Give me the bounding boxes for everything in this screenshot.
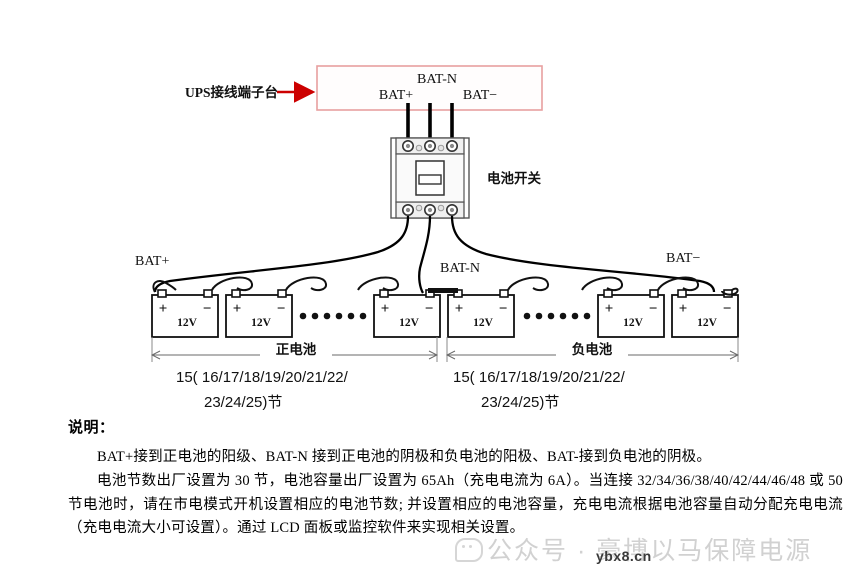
battery-minus-sign: −: [499, 301, 508, 317]
jumper-bat-plus-lead: [152, 280, 177, 293]
battery-voltage-label: 12V: [623, 317, 644, 329]
battery-switch-toggle-handle[interactable]: [418, 174, 442, 185]
battery-cell: + − 12V: [671, 289, 739, 338]
jumper-bat-minus-lead: [721, 287, 739, 296]
battery-minus-sign: −: [203, 301, 212, 317]
battery-switch-top-screws: [401, 140, 458, 153]
ups-terminal-bat-minus-label: BAT−: [463, 88, 497, 103]
battery-plus-sign: +: [605, 301, 614, 317]
battery-terminal-plus: [677, 289, 687, 298]
jumper-5-6: [657, 276, 700, 292]
notes-section: 说明： BAT+接到正电池的阳级、BAT-N 接到正电池的阴极和负电池的阳极、B…: [68, 416, 843, 542]
positive-count-line1: 15( 16/17/18/19/20/21/22/: [176, 369, 349, 386]
battery-cell: + − 12V: [447, 289, 515, 338]
negative-battery-group: + − 12V + − 12V: [428, 276, 739, 338]
battery-terminal-minus: [277, 289, 287, 298]
battery-plus-sign: +: [159, 301, 168, 317]
bus-wire-bat-n: [418, 215, 432, 294]
wire-label-bat-n: BAT-N: [440, 261, 480, 276]
ups-callout: UPS接线端子台: [185, 81, 316, 103]
dimension-lines: 正电池 负电池: [152, 337, 738, 362]
battery-plus-sign: +: [455, 301, 464, 317]
ups-callout-label: UPS接线端子台: [185, 84, 278, 100]
battery-terminal-minus: [499, 289, 509, 298]
battery-terminal-plus: [603, 289, 613, 298]
notes-title: 说明：: [68, 420, 115, 436]
bus-wire-bat-minus: [450, 215, 716, 293]
wire-label-bat-plus: BAT+: [135, 254, 169, 269]
jumper-4-dots: [507, 276, 550, 292]
note-paragraph-1: BAT+接到正电池的阳级、BAT-N 接到正电池的阴极和负电池的阳极、BAT-接…: [97, 449, 712, 465]
battery-plus-sign: +: [381, 301, 390, 317]
ups-terminal-bat-n-label: BAT-N: [417, 72, 457, 87]
negative-count-line1: 15( 16/17/18/19/20/21/22/: [453, 369, 626, 386]
jumper-dots-3: [357, 276, 400, 292]
battery-minus-sign: −: [723, 301, 732, 317]
main-bus-wires: [153, 215, 716, 294]
jumper-1-2: [211, 276, 254, 292]
battery-voltage-label: 12V: [697, 317, 718, 329]
battery-minus-sign: −: [425, 301, 434, 317]
battery-terminal-minus: [203, 289, 213, 298]
positive-battery-group: + − 12V + − 12V: [151, 276, 441, 338]
battery-switch-bottom-screws: [401, 204, 458, 217]
positive-group-jumpers: [152, 276, 400, 293]
jumper-dots-5: [581, 276, 624, 292]
ups-terminal-block: BAT+ BAT-N BAT−: [316, 65, 543, 111]
battery-terminal-plus: [379, 289, 389, 298]
battery-count-labels: 15( 16/17/18/19/20/21/22/ 23/24/25)节 15(…: [176, 369, 626, 411]
battery-ellipsis-dots: [299, 312, 367, 320]
battery-cell: + − 12V: [151, 289, 219, 338]
note-paragraph-2: 电池节数出厂设置为 30 节，电池容量出厂设置为 65Ah（充电电流为 6A）。…: [68, 473, 843, 537]
positive-group-name: 正电池: [276, 341, 317, 357]
battery-voltage-label: 12V: [399, 317, 420, 329]
wire-label-bat-minus: BAT−: [666, 251, 700, 266]
bus-wire-bat-plus: [153, 215, 410, 293]
battery-plus-sign: +: [679, 301, 688, 317]
battery-voltage-label: 12V: [177, 317, 198, 329]
battery-switch[interactable]: [390, 137, 470, 219]
battery-terminal-minus: [649, 289, 659, 298]
battery-plus-sign: +: [233, 301, 242, 317]
bat-n-bridge-bar: [428, 288, 458, 293]
ups-terminal-block-box: [316, 65, 543, 111]
battery-minus-sign: −: [277, 301, 286, 317]
battery-cell: + − 12V: [373, 289, 441, 338]
battery-switch-label: 电池开关: [487, 170, 541, 186]
ups-to-switch-leads: [406, 103, 454, 140]
negative-group-jumpers: [507, 276, 739, 296]
battery-cell: + − 12V: [597, 289, 665, 338]
battery-voltage-label: 12V: [251, 317, 272, 329]
battery-voltage-label: 12V: [473, 317, 494, 329]
jumper-2-dots: [285, 276, 328, 292]
watermark-site: ybx8.cn: [596, 548, 652, 564]
positive-count-line2: 23/24/25)节: [204, 394, 282, 411]
battery-terminal-plus: [157, 289, 167, 298]
negative-group-name: 负电池: [572, 341, 613, 357]
negative-count-line2: 23/24/25)节: [481, 394, 559, 411]
battery-ellipsis-dots: [523, 312, 591, 320]
battery-minus-sign: −: [649, 301, 658, 317]
battery-cell: + − 12V: [225, 289, 293, 338]
ups-terminal-bat-plus-label: BAT+: [379, 88, 413, 103]
battery-terminal-plus: [231, 289, 241, 298]
